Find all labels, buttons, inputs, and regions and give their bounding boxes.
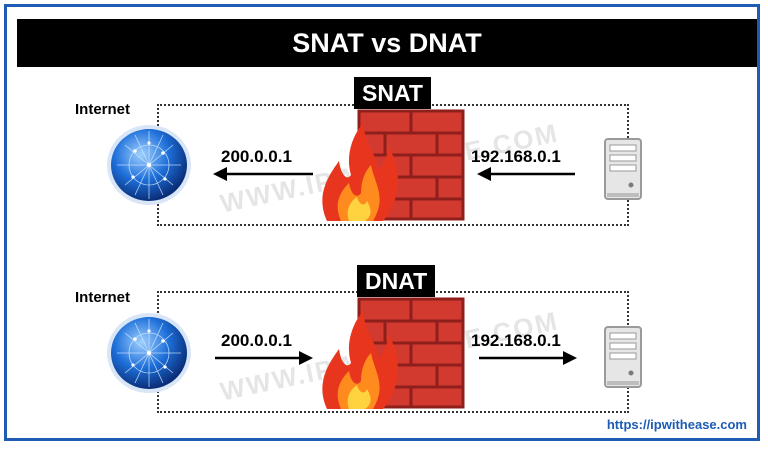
dnat-public-ip: 200.0.0.1 — [221, 331, 292, 350]
firewall-icon — [322, 109, 465, 221]
title-bar: SNAT vs DNAT — [17, 19, 757, 67]
dnat-private-ip: 192.168.0.1 — [471, 331, 561, 350]
dnat-right-arrow-icon — [215, 351, 313, 365]
source-url: https://ipwithease.com — [606, 417, 747, 432]
globe-icon — [107, 125, 191, 205]
firewall-icon — [322, 297, 465, 409]
dnat-right-arrow-icon — [479, 351, 577, 365]
server-icon — [604, 138, 642, 200]
globe-icon — [107, 313, 191, 393]
server-icon — [604, 326, 642, 388]
snat-left-arrow-icon — [213, 167, 313, 181]
snat-left-arrow-icon — [477, 167, 575, 181]
snat-public-ip: 200.0.0.1 — [221, 147, 292, 166]
diagram-title: SNAT vs DNAT — [292, 27, 482, 58]
dnat-internet-label: Internet — [75, 289, 131, 306]
dnat-badge: DNAT — [357, 265, 436, 297]
diagram-frame: SNAT vs DNAT Internet W — [4, 4, 760, 441]
snat-badge: SNAT — [354, 77, 431, 109]
snat-internet-label: Internet — [75, 101, 131, 118]
snat-private-ip: 192.168.0.1 — [471, 147, 561, 166]
